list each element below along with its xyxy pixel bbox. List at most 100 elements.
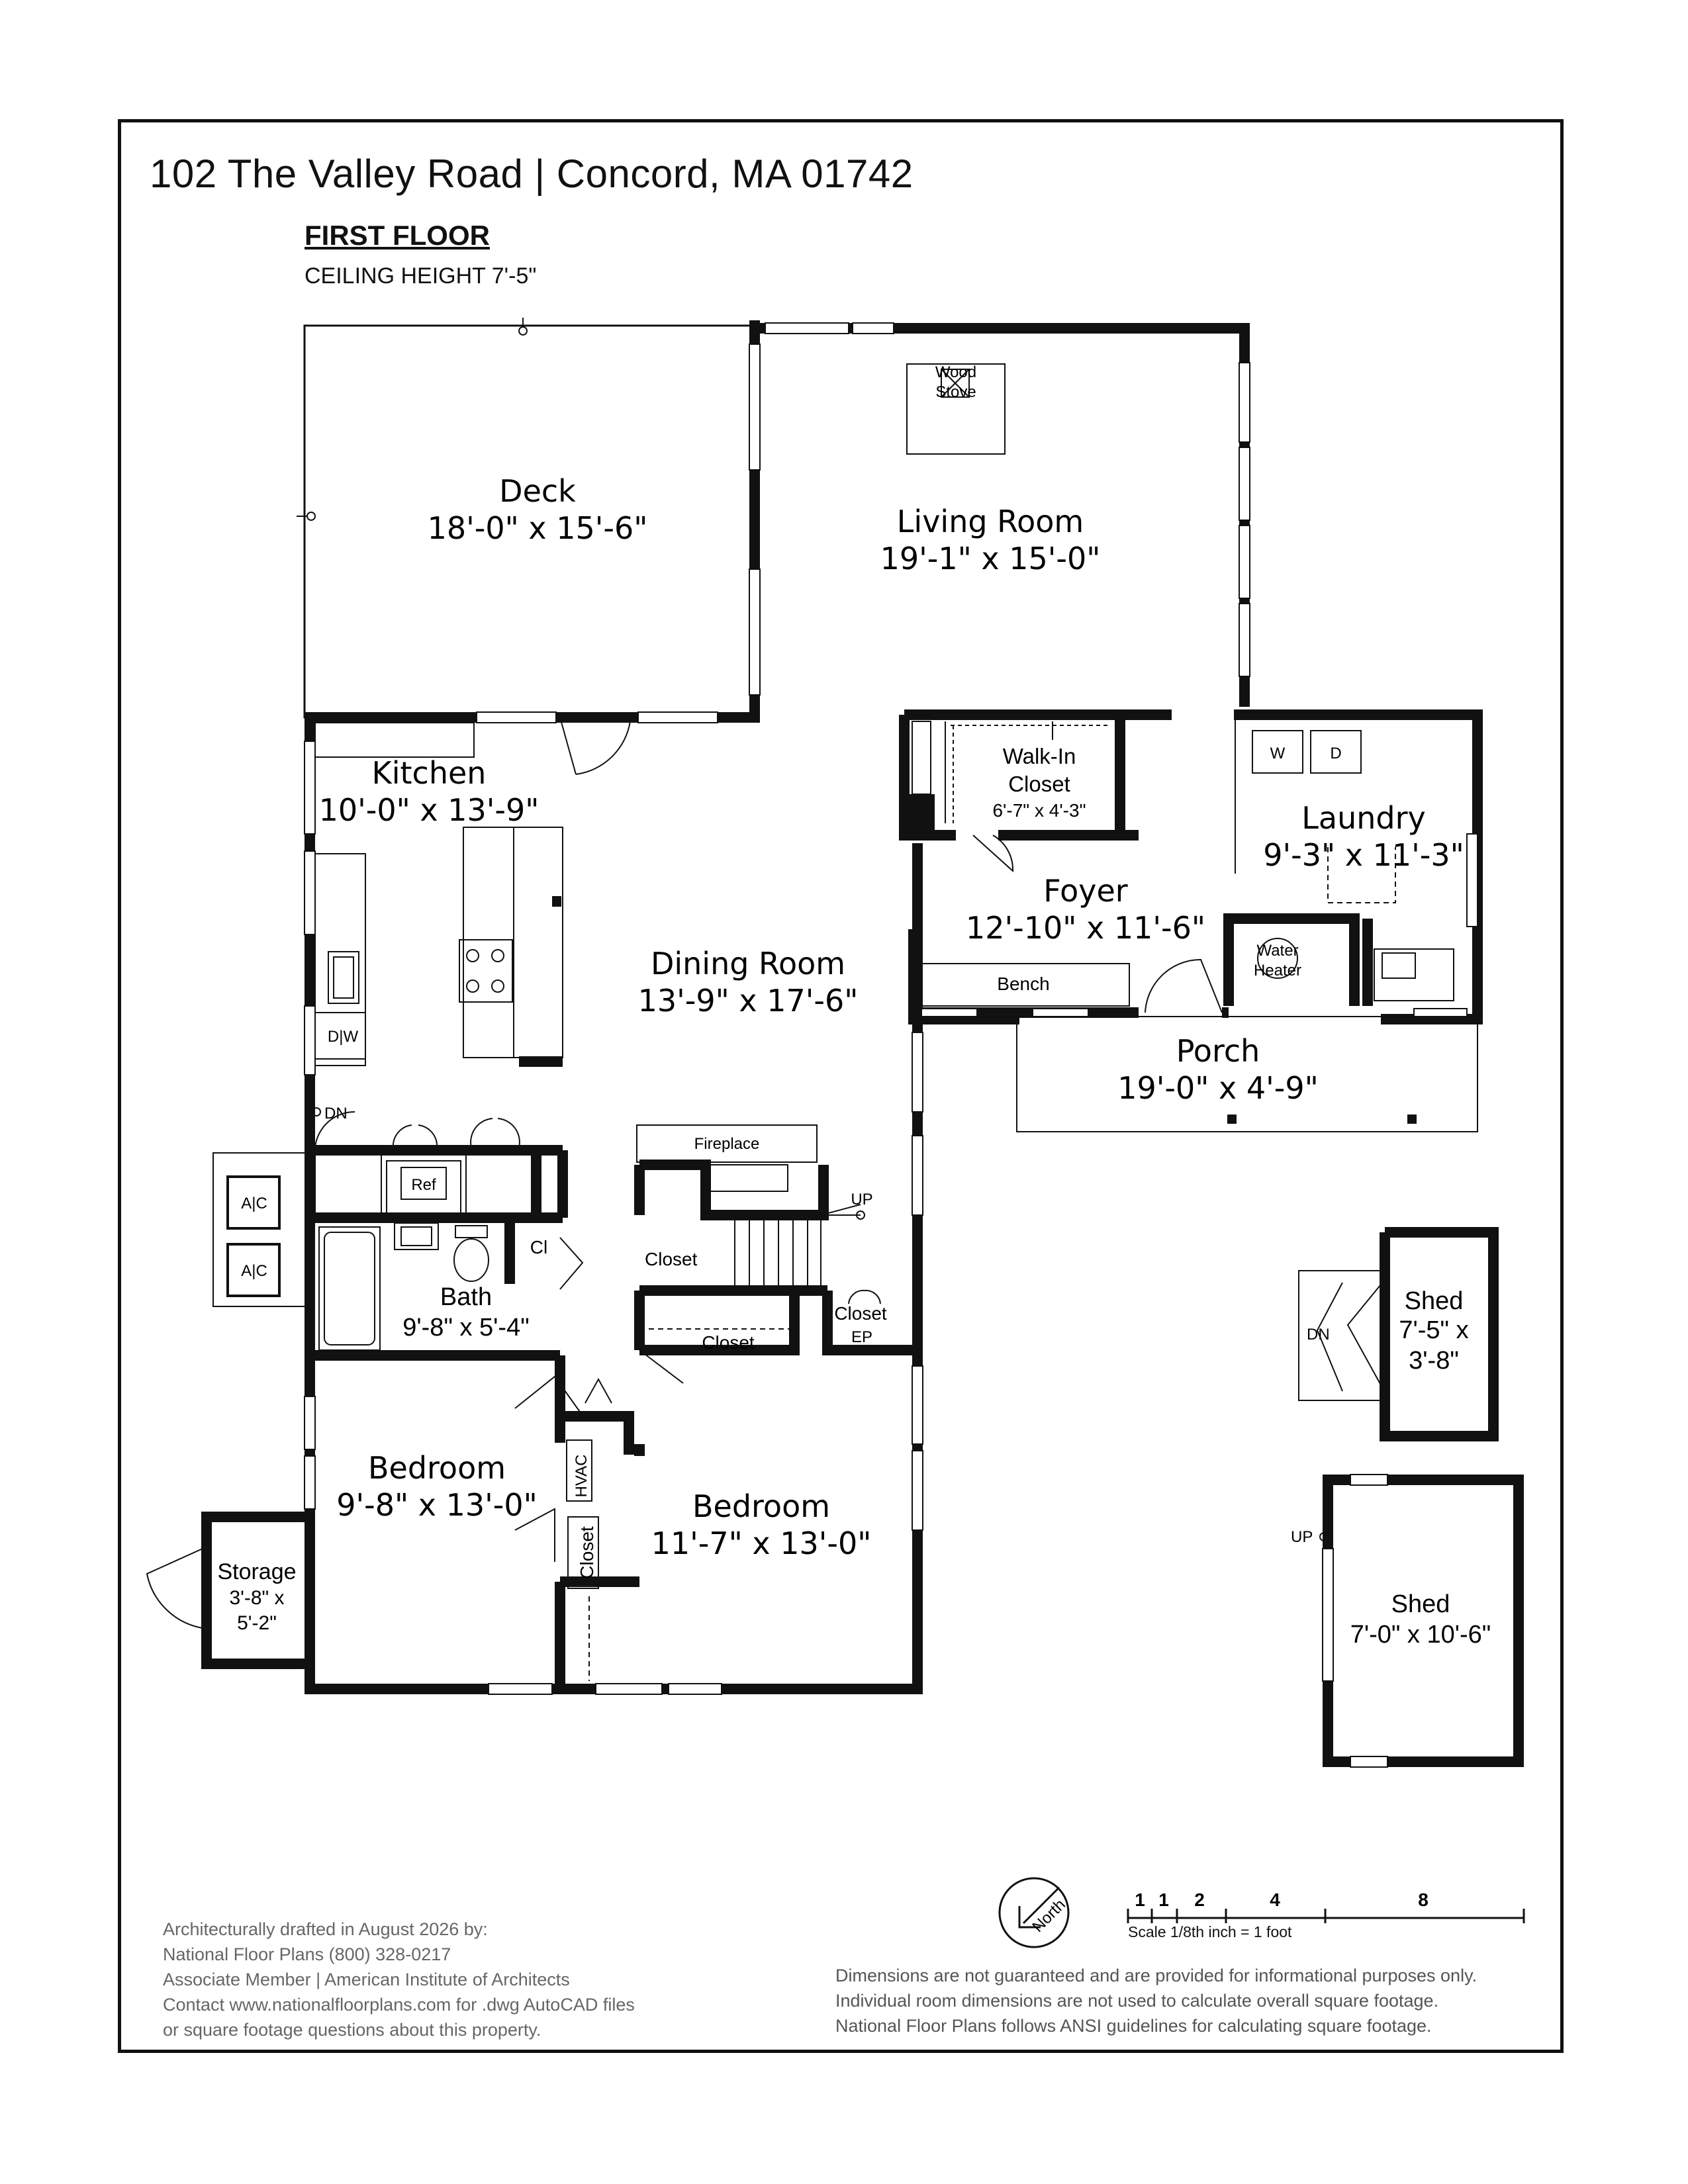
dryer-label: D <box>1330 745 1341 762</box>
hvac-label: HVAC <box>573 1455 590 1498</box>
porch-name: Porch <box>1176 1033 1260 1069</box>
scale-bar <box>1127 1909 1525 1923</box>
living-room-windows <box>749 322 1250 696</box>
bedroom1-dim: 9'-8" x 13'-0" <box>336 1487 538 1523</box>
bath-fixtures <box>318 1222 584 1351</box>
stair-walls <box>634 1160 829 1220</box>
bath-closet-label: Cl <box>530 1237 547 1257</box>
shed2-dim: 7'-0" x 10'-6" <box>1350 1621 1491 1649</box>
drafting-credit: Architecturally drafted in August 2026 b… <box>163 1917 635 2042</box>
porch-outline <box>1016 1016 1478 1132</box>
ep-closet-label: Closet <box>834 1303 887 1324</box>
storage-dim-2: 5'-2" <box>237 1612 277 1634</box>
hall-walls <box>557 1150 800 1587</box>
scale-label: Scale 1/8th inch = 1 foot <box>1128 1923 1292 1940</box>
storage-dim-1: 3'-8" x <box>229 1587 284 1609</box>
dining-name: Dining Room <box>651 946 845 981</box>
bench <box>913 963 1130 1007</box>
storage-room <box>146 1512 310 1669</box>
room-labels: Deck 18'-0" x 15'-6" Living Room 19'-1" … <box>217 473 1491 1649</box>
shed1: DN <box>1298 1227 1499 1441</box>
scale-tick-3: 2 <box>1194 1889 1205 1910</box>
disclaimer-line-3: National Floor Plans follows ANSI guidel… <box>835 2016 1432 2036</box>
shed2: UP <box>1291 1474 1524 1768</box>
kitchen-door <box>559 717 631 775</box>
front-door <box>1145 958 1223 1013</box>
dishwasher-label: D|W <box>328 1028 359 1046</box>
credit-line-1: Architecturally drafted in August 2026 b… <box>163 1919 488 1939</box>
bedroom2-name: Bedroom <box>692 1488 830 1524</box>
washer-label: W <box>1270 745 1286 762</box>
kitchen-windows <box>304 711 923 1695</box>
scale-tick-1: 1 <box>1135 1889 1145 1910</box>
foyer-dim: 12'-10" x 11'-6" <box>966 910 1205 946</box>
shed2-stair-up: UP <box>1291 1528 1313 1546</box>
deck-dim: 18'-0" x 15'-6" <box>428 510 648 546</box>
living-dim: 19'-1" x 15'-0" <box>880 541 1101 576</box>
walkin-closet-shelves <box>912 713 1236 874</box>
hall-doors <box>566 1349 684 1502</box>
dining-dim: 13'-9" x 17'-6" <box>638 983 859 1019</box>
walkin-closet-fill <box>904 794 935 835</box>
deck-name: Deck <box>499 473 576 509</box>
hall-closet2-label: Closet <box>702 1332 755 1353</box>
bedroom1-doors <box>514 1375 582 1562</box>
north-compass: North <box>998 1877 1070 1948</box>
ac-units <box>212 1152 310 1307</box>
ac-label-2: A|C <box>241 1262 267 1280</box>
ceiling-height: CEILING HEIGHT 7'-5" <box>305 263 537 289</box>
bedroom2-dim: 11'-7" x 13'-0" <box>651 1525 872 1561</box>
bath-name: Bath <box>440 1283 492 1311</box>
floor-title: FIRST FLOOR <box>305 220 490 251</box>
credit-line-2: National Floor Plans (800) 328-0217 <box>163 1944 451 1964</box>
porch-dim: 19'-0" x 4'-9" <box>1117 1070 1319 1106</box>
bench-label: Bench <box>997 974 1049 994</box>
disclaimer-line-2: Individual room dimensions are not used … <box>835 1991 1439 2011</box>
closet-walls <box>639 1285 917 1355</box>
disclaimer-line-1: Dimensions are not guaranteed and are pr… <box>835 1966 1477 1985</box>
ac-label-1: A|C <box>241 1195 267 1212</box>
stair-closet-label: Closet <box>645 1249 698 1269</box>
credit-line-5: or square footage questions about this p… <box>163 2020 541 2040</box>
ep-label: EP <box>851 1328 872 1346</box>
fireplace-label: Fireplace <box>694 1135 760 1153</box>
walkin-dim: 6'-7" x 4'-3" <box>992 800 1086 821</box>
shed1-dim-1: 7'-5" x <box>1399 1316 1468 1344</box>
bedroom1-name: Bedroom <box>368 1450 506 1486</box>
kitchen-dim: 10'-0" x 13'-9" <box>319 792 539 828</box>
disclaimer: Dimensions are not guaranteed and are pr… <box>835 1963 1477 2038</box>
page-frame <box>118 119 1564 2053</box>
shed1-name: Shed <box>1405 1287 1464 1315</box>
water-heater-walls <box>1223 913 1373 1006</box>
bath-dim: 9'-8" x 5'-4" <box>402 1314 529 1342</box>
property-address: 102 The Valley Road | Concord, MA 01742 <box>150 152 914 196</box>
credit-line-3: Associate Member | American Institute of… <box>163 1970 570 1989</box>
walkin-name-1: Walk-In <box>1003 744 1076 768</box>
bath-walls <box>310 1212 563 1361</box>
scale-tick-5: 8 <box>1418 1889 1429 1910</box>
stair-up-label: UP <box>851 1191 872 1208</box>
shed2-name: Shed <box>1391 1590 1450 1618</box>
scale-tick-2: 1 <box>1158 1889 1169 1910</box>
laundry-dim: 9'-3" x 11'-3" <box>1263 837 1464 873</box>
laundry-fixtures <box>1252 730 1478 1001</box>
kitchen-outlet <box>552 896 561 907</box>
shed1-stair-dn: DN <box>1307 1326 1330 1343</box>
kitchen-name: Kitchen <box>372 755 487 791</box>
credit-line-4: Contact www.nationalfloorplans.com for .… <box>163 1995 635 2015</box>
wood-stove-label-2: Stove <box>935 383 976 401</box>
shed1-dim-2: 3'-8" <box>1409 1347 1459 1375</box>
living-name: Living Room <box>897 504 1084 539</box>
wood-stove: Wood Stove <box>906 363 1006 455</box>
scale-tick-4: 4 <box>1270 1889 1280 1910</box>
hall-closet-label: Closet <box>577 1526 597 1579</box>
cooktop <box>459 939 513 1003</box>
wood-stove-label-1: Wood <box>935 363 976 381</box>
storage-name: Storage <box>217 1559 296 1584</box>
walkin-name-2: Closet <box>1008 772 1070 796</box>
kitchen-wall-stub <box>519 1056 563 1067</box>
laundry-name: Laundry <box>1301 800 1425 836</box>
pantry-cabinets <box>314 1111 533 1214</box>
water-heater-label-2: Heater <box>1254 962 1301 979</box>
